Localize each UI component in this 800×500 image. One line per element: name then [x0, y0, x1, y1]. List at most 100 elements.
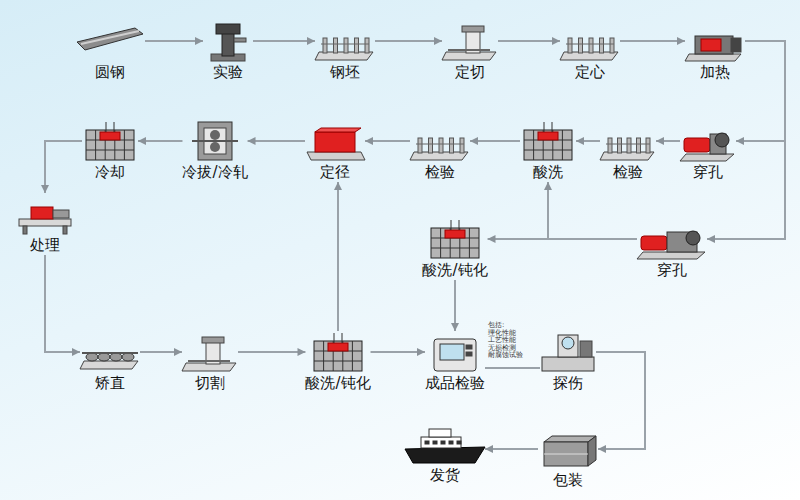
- step-label: 检验: [425, 162, 455, 182]
- process-step: 切割: [182, 331, 238, 393]
- rack-icon: [560, 38, 618, 60]
- step-label: 酸洗: [533, 162, 563, 182]
- icon-slot: [310, 331, 366, 373]
- step-label: 矫直: [95, 373, 125, 393]
- mill-icon: [192, 122, 238, 160]
- furnace-icon: [685, 36, 741, 61]
- process-step: 检验: [600, 120, 656, 182]
- process-step: 加热: [685, 20, 745, 82]
- flow-arrow: [248, 140, 305, 142]
- flow-arrow: [548, 182, 637, 239]
- icon-slot: [442, 20, 498, 62]
- flow-arrow: [365, 140, 410, 142]
- icon-slot: [538, 428, 598, 470]
- icon-slot: [410, 120, 470, 162]
- process-step: 酸洗/钝化: [422, 218, 487, 280]
- process-step: 定心: [560, 20, 620, 82]
- step-label: 加热: [700, 62, 730, 82]
- screen-icon: [434, 339, 476, 371]
- process-step: 发货: [405, 423, 485, 485]
- step-label: 定切: [455, 62, 485, 82]
- icon-slot: [520, 120, 576, 162]
- step-label: 酸洗/钝化: [305, 373, 370, 393]
- flow-arrow: [656, 140, 680, 142]
- icon-slot: [637, 218, 707, 260]
- straight-icon: [80, 353, 138, 369]
- flow-arrow: [454, 280, 456, 331]
- flow-arrow: [138, 140, 182, 142]
- step-label: 圆钢: [95, 62, 125, 82]
- process-step: 定切: [442, 20, 498, 82]
- step-label: 包装: [553, 470, 583, 490]
- step-label: 钢坯: [330, 62, 360, 82]
- step-label: 穿孔: [693, 162, 723, 182]
- scan-icon: [542, 335, 594, 371]
- step-label: 酸洗/钝化: [422, 260, 487, 280]
- process-step: 钢坯: [315, 20, 375, 82]
- flow-arrow: [576, 140, 600, 142]
- process-step: 矫直: [80, 331, 140, 393]
- process-step: 包装: [538, 428, 598, 490]
- icon-slot: [427, 218, 483, 260]
- flow-arrow: [140, 351, 182, 353]
- process-step: 圆钢: [75, 20, 145, 82]
- step-label: 冷拔/冷轧: [182, 162, 247, 182]
- step-label: 检验: [613, 162, 643, 182]
- process-step: 冷拔/冷轧: [182, 120, 247, 182]
- flow-arrow: [620, 40, 685, 42]
- note-text: 耐腐蚀试验: [488, 352, 523, 360]
- tank-icon: [86, 122, 134, 160]
- icon-slot: [305, 120, 365, 162]
- icon-slot: [540, 331, 596, 373]
- note-text: 无损检测: [488, 345, 523, 353]
- step-label: 实验: [213, 62, 243, 82]
- pack-icon: [544, 436, 596, 466]
- process-step: 处理: [17, 193, 73, 255]
- tank-icon: [524, 122, 572, 160]
- process-step: 酸洗/钝化: [305, 331, 370, 393]
- icon-slot: [80, 331, 140, 373]
- table-icon: [19, 207, 71, 234]
- note-text: 包括:: [488, 322, 523, 330]
- flow-arrow: [736, 41, 785, 141]
- process-step: 穿孔: [637, 218, 707, 280]
- rack-icon: [315, 38, 373, 60]
- step-label: 切割: [195, 373, 225, 393]
- step-label: 发货: [430, 465, 460, 485]
- rack-icon: [600, 138, 654, 160]
- process-step: 定径: [305, 120, 365, 182]
- icon-slot: [182, 331, 238, 373]
- step-label: 定心: [575, 62, 605, 82]
- rack-icon: [410, 138, 468, 160]
- flow-arrow: [485, 367, 540, 369]
- flow-arrow: [45, 141, 82, 193]
- saw-icon: [442, 26, 496, 60]
- box-icon: [307, 128, 365, 160]
- flow-arrow: [371, 351, 425, 353]
- process-step: 穿孔: [680, 120, 736, 182]
- icon-slot: [680, 120, 736, 162]
- flow-arrow: [596, 352, 645, 449]
- flow-arrow: [485, 448, 538, 450]
- note-text: 工艺性能: [488, 337, 523, 345]
- flow-arrow: [238, 351, 305, 353]
- step-label: 成品检验: [425, 373, 485, 393]
- process-step: 实验: [203, 20, 253, 82]
- step-label: 冷却: [95, 162, 125, 182]
- process-step: 检验: [410, 120, 470, 182]
- tank-icon: [314, 333, 362, 371]
- note-text: 理化性能: [488, 330, 523, 338]
- icon-slot: [192, 120, 238, 162]
- bar-icon: [77, 28, 143, 50]
- process-step: 成品检验: [425, 331, 485, 393]
- step-label: 穿孔: [657, 260, 687, 280]
- flow-arrow: [375, 40, 442, 42]
- icon-slot: [405, 423, 485, 465]
- process-step: 冷却: [82, 120, 138, 182]
- saw-icon: [182, 337, 236, 371]
- icon-slot: [75, 20, 145, 62]
- icon-slot: [685, 20, 745, 62]
- step-label: 定径: [320, 162, 350, 182]
- pierce-icon: [637, 231, 705, 259]
